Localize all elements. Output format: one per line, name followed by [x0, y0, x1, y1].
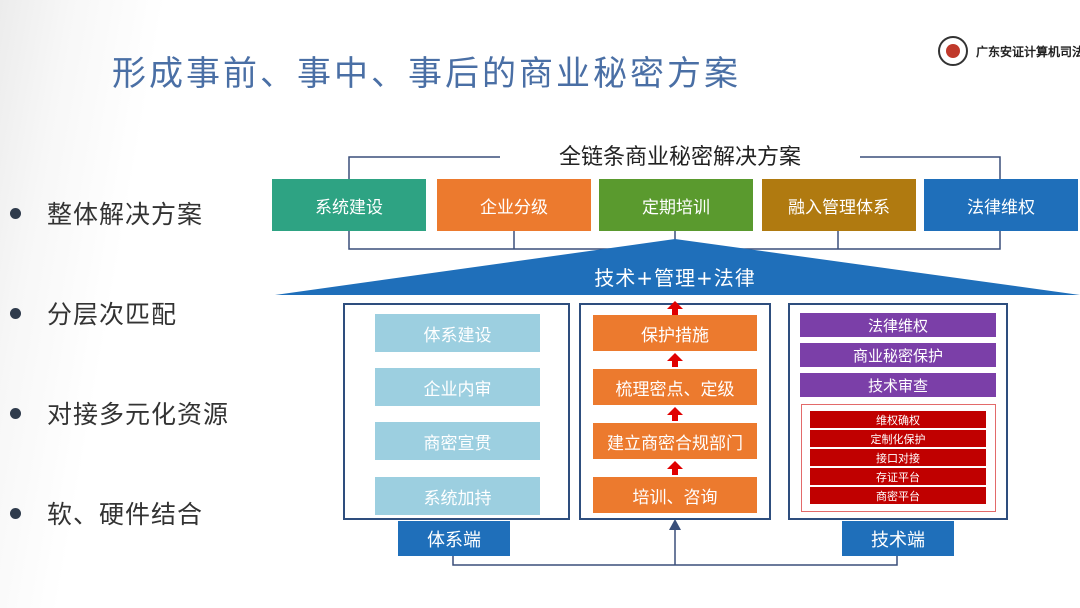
system-side-label: 体系端 [398, 521, 510, 556]
left-item: 企业内审 [375, 368, 540, 406]
right-item: 法律维权 [800, 313, 996, 337]
red-up-arrow-icon [667, 301, 683, 315]
company-logo: 广东安证计算机司法 [938, 36, 1080, 66]
bullet-dot-icon [10, 307, 21, 319]
right-sub-item: 商密平台 [810, 487, 986, 504]
bullet-item: 整体解决方案 [10, 195, 203, 231]
bullet-dot-icon [10, 507, 21, 519]
pyramid-band [275, 239, 1080, 295]
right-sub-item: 定制化保护 [810, 430, 986, 447]
bullet-item: 对接多元化资源 [10, 395, 229, 431]
category-regular-training: 定期培训 [599, 179, 753, 231]
logo-text: 广东安证计算机司法 [976, 44, 1080, 59]
bullet-item: 软、硬件结合 [10, 495, 203, 531]
middle-item: 梳理密点、定级 [593, 369, 757, 405]
bullet-text: 分层次匹配 [47, 300, 178, 329]
band-label: 技术+管理+法律 [594, 266, 756, 290]
right-sub-item: 存证平台 [810, 468, 986, 485]
bullet-text: 整体解决方案 [47, 200, 204, 229]
slide-title: 形成事前、事中、事后的商业秘密方案 [112, 54, 741, 94]
middle-item: 培训、咨询 [593, 477, 757, 513]
right-sub-item: 接口对接 [810, 449, 986, 466]
category-system-build: 系统建设 [272, 179, 426, 231]
bullet-dot-icon [10, 207, 21, 219]
category-management-system: 融入管理体系 [762, 179, 916, 231]
bullet-text: 对接多元化资源 [47, 400, 230, 429]
bullet-dot-icon [10, 407, 21, 419]
up-arrow-icon [669, 519, 681, 530]
logo-emblem-icon [938, 36, 968, 66]
middle-item: 保护措施 [593, 315, 757, 351]
left-item: 体系建设 [375, 314, 540, 352]
right-item: 技术审查 [800, 373, 996, 397]
bullet-item: 分层次匹配 [10, 295, 177, 331]
sub-item-frame [801, 404, 996, 512]
left-item: 系统加持 [375, 477, 540, 515]
tech-side-label: 技术端 [842, 521, 954, 556]
category-legal-rights: 法律维权 [924, 179, 1078, 231]
diagram-title: 全链条商业秘密解决方案 [500, 140, 860, 176]
red-up-arrow-icon [667, 461, 683, 475]
left-item: 商密宣贯 [375, 422, 540, 460]
red-up-arrow-icon [667, 353, 683, 367]
right-sub-item: 维权确权 [810, 411, 986, 428]
middle-item: 建立商密合规部门 [593, 423, 757, 459]
bullet-text: 软、硬件结合 [47, 500, 204, 529]
category-enterprise-grading: 企业分级 [437, 179, 591, 231]
right-item: 商业秘密保护 [800, 343, 996, 367]
red-up-arrow-icon [667, 407, 683, 421]
